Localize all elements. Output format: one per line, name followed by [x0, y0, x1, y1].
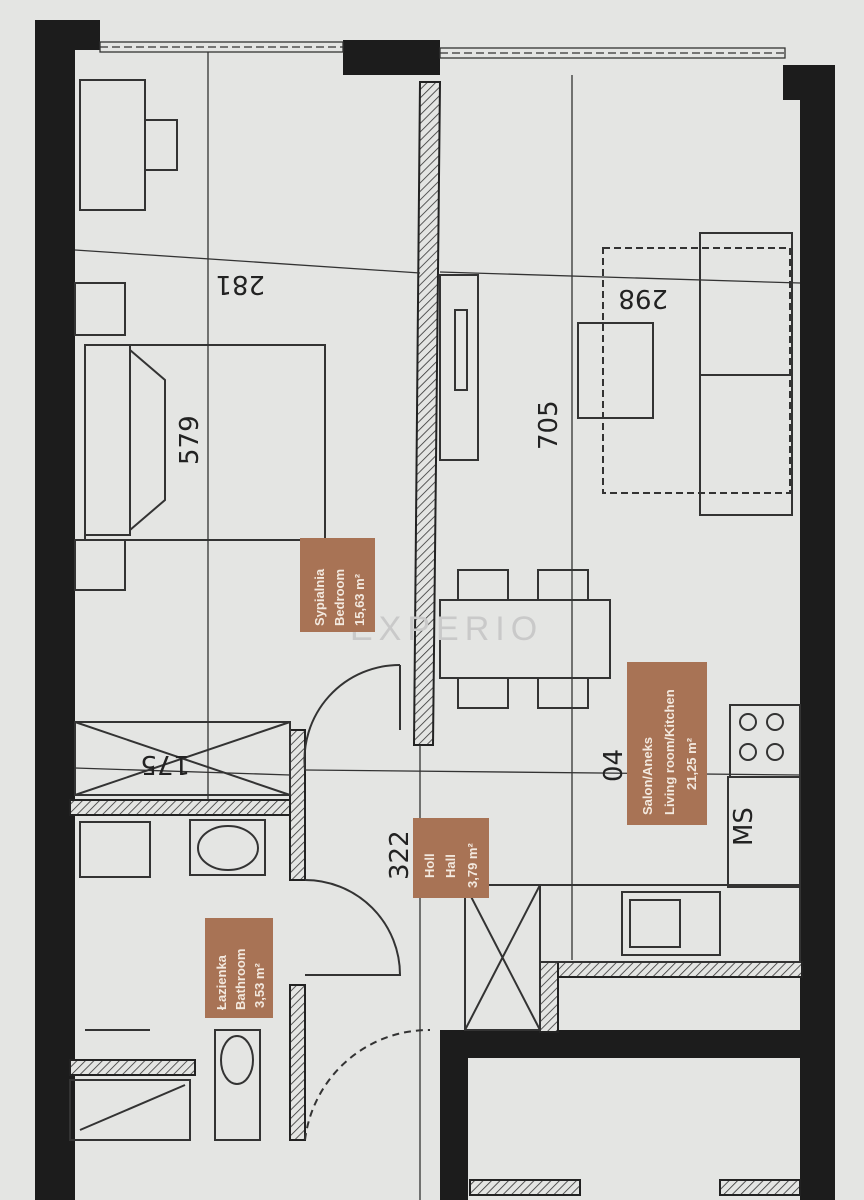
bathroom-name-en: Bathroom: [233, 949, 248, 1010]
dim-hall-length: 322: [385, 830, 415, 880]
dim-living-width: 298: [618, 283, 668, 313]
dim-partial: 04: [599, 749, 629, 782]
dim-bedroom-length: 579: [175, 415, 205, 465]
outer-walls: [35, 20, 835, 1200]
living-area: 21,25 m²: [684, 737, 699, 790]
dim-bedroom-width: 281: [215, 269, 265, 299]
appliance-mark: MS: [729, 807, 759, 846]
dim-living-length: 705: [534, 400, 564, 450]
bedroom-area: 15,63 m²: [352, 573, 367, 626]
bathroom-area: 3,53 m²: [252, 963, 267, 1008]
room-label-bathroom: Łazienka Bathroom 3,53 m²: [205, 918, 273, 1018]
hall-area: 3,79 m²: [465, 843, 480, 888]
dimension-labels: 281 579 298 705 175 322 04: [140, 269, 668, 880]
bedroom-name-en: Bedroom: [332, 569, 347, 626]
dim-bathroom-width: 175: [140, 749, 190, 779]
bathroom-name-pl: Łazienka: [214, 954, 229, 1010]
hall-name-en: Hall: [443, 854, 458, 878]
watermark: EXPERIO: [350, 610, 543, 648]
living-name-en: Living room/Kitchen: [662, 689, 677, 815]
bedroom-name-pl: Sypialnia: [312, 568, 327, 626]
windows: [99, 41, 786, 59]
hall-name-pl: Holl: [422, 853, 437, 878]
living-name-pl: Salon/Aneks: [640, 737, 655, 815]
furniture: [69, 79, 801, 1141]
room-label-bedroom: Sypialnia Bedroom 15,63 m²: [300, 538, 375, 632]
room-label-hall: Holl Hall 3,79 m²: [413, 818, 489, 898]
room-label-living: Salon/Aneks Living room/Kitchen 21,25 m²: [627, 662, 707, 825]
